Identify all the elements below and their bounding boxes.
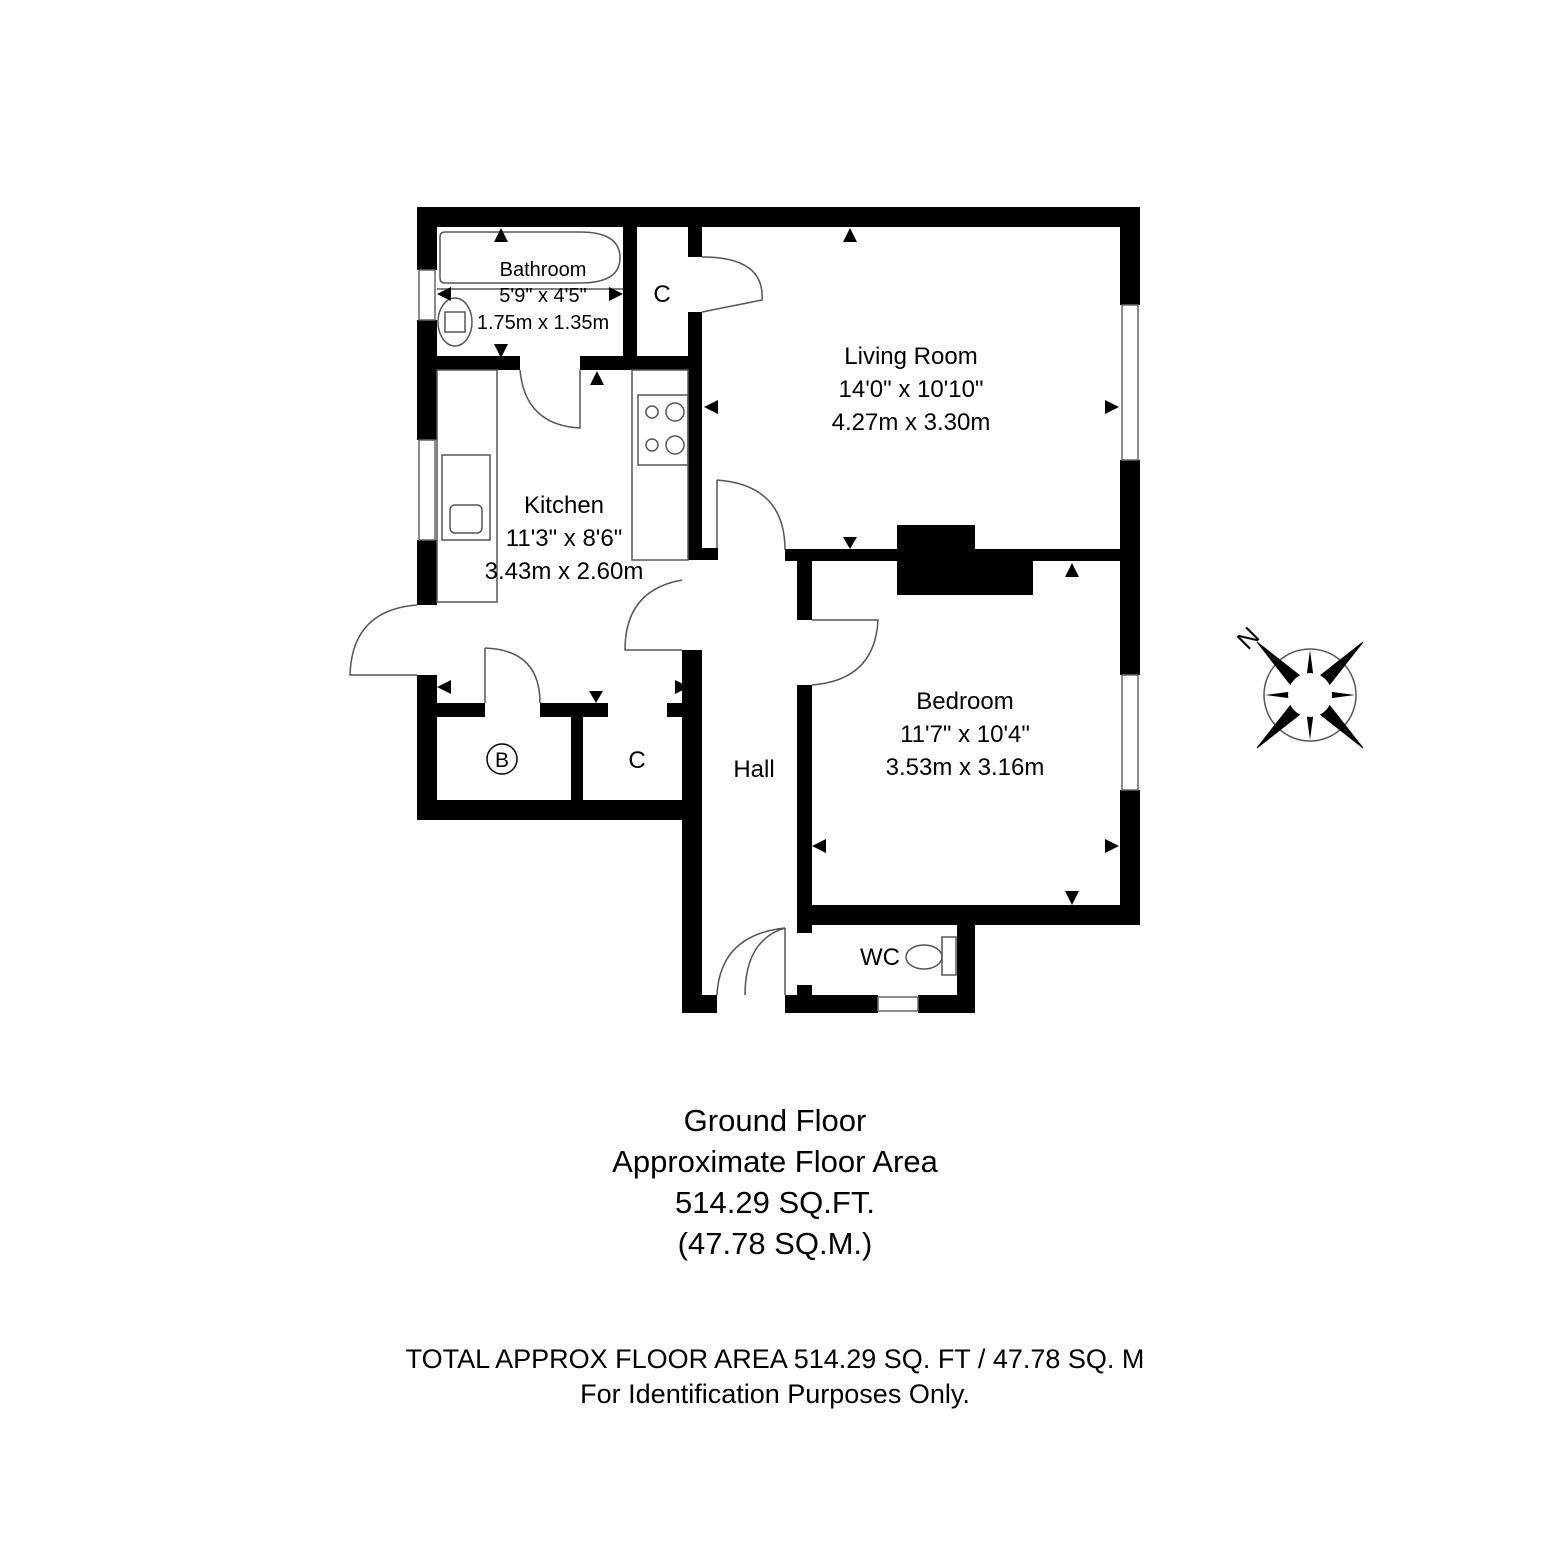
kitchen-name: Kitchen bbox=[524, 492, 604, 519]
kitchen-metric: 3.43m x 2.60m bbox=[485, 558, 644, 585]
hall-name: Hall bbox=[733, 756, 774, 783]
cupboard-bottom-name: C bbox=[628, 747, 645, 774]
worktop bbox=[436, 369, 498, 603]
fixtures bbox=[436, 231, 957, 976]
area-sqft: 514.29 SQ.FT. bbox=[675, 1185, 875, 1220]
bathroom-metric: 1.75m x 1.35m bbox=[477, 312, 609, 334]
bedroom-imperial: 11'7" x 10'4" bbox=[900, 721, 1030, 748]
walls bbox=[417, 207, 1140, 1013]
footer: TOTAL APPROX FLOOR AREA 514.29 SQ. FT / … bbox=[0, 1342, 1550, 1412]
bedroom-name: Bedroom bbox=[916, 688, 1013, 715]
hob-icon bbox=[637, 394, 689, 466]
cupboard-top-name: C bbox=[653, 281, 670, 308]
bathroom-name: Bathroom bbox=[500, 259, 587, 281]
living-room-name: Living Room bbox=[844, 343, 977, 370]
compass-north-label: N bbox=[1231, 621, 1265, 655]
living-room-metric: 4.27m x 3.30m bbox=[832, 409, 991, 436]
disclaimer: For Identification Purposes Only. bbox=[580, 1379, 970, 1409]
area-sqm: (47.78 SQ.M.) bbox=[677, 1226, 873, 1261]
dimension-markers bbox=[437, 228, 1119, 905]
bedroom-metric: 3.53m x 3.16m bbox=[886, 754, 1045, 781]
sink-icon bbox=[441, 454, 491, 541]
boiler-icon bbox=[486, 743, 518, 775]
toilet-icon bbox=[905, 944, 943, 970]
area-label: Approximate Floor Area bbox=[612, 1144, 938, 1179]
floor-summary: Ground Floor Approximate Floor Area 514.… bbox=[0, 1100, 1550, 1264]
compass-icon: N bbox=[1231, 621, 1364, 749]
living-room-imperial: 14'0" x 10'10" bbox=[839, 376, 984, 403]
room-labels: Bathroom 5'9" x 4'5" 1.75m x 1.35m C Liv… bbox=[477, 259, 1045, 971]
bathroom-imperial: 5'9" x 4'5" bbox=[499, 285, 586, 307]
windows bbox=[418, 269, 1139, 1012]
boiler-name: B bbox=[495, 749, 509, 772]
wc-name: WC bbox=[860, 944, 900, 971]
kitchen-imperial: 11'3" x 8'6" bbox=[506, 525, 623, 552]
basin-icon bbox=[437, 297, 473, 347]
bathtub-icon bbox=[439, 231, 621, 284]
floor-name: Ground Floor bbox=[683, 1103, 867, 1138]
doors bbox=[349, 256, 879, 996]
total-area: TOTAL APPROX FLOOR AREA 514.29 SQ. FT / … bbox=[405, 1344, 1145, 1374]
